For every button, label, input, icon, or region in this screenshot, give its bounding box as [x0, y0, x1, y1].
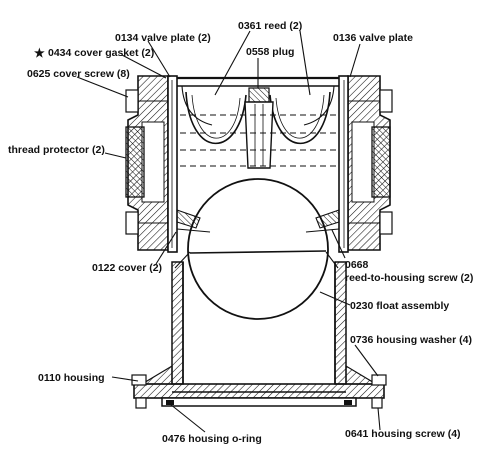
right-thread-protector — [371, 126, 391, 198]
leader-lines — [76, 30, 381, 433]
label-cover-gasket: 0434 cover gasket (2) — [48, 47, 154, 59]
label-housing-washer: 0736 housing washer (4) — [350, 334, 472, 346]
reed-to-housing-screws — [176, 209, 340, 233]
housing-o-ring — [166, 400, 352, 405]
float-ball — [187, 178, 329, 320]
labels: 0134 valve plate (2) 0361 reed (2) 0136 … — [8, 20, 473, 445]
label-housing-o-ring: 0476 housing o-ring — [162, 433, 262, 445]
right-cover — [347, 75, 393, 251]
label-cover-screw: 0625 cover screw (8) — [27, 68, 130, 80]
housing-washers — [131, 374, 387, 409]
plug — [244, 87, 274, 169]
float-seam — [189, 250, 327, 254]
left-valve-plate — [167, 75, 178, 253]
label-float-assembly: 0230 float assembly — [350, 300, 449, 312]
label-valve-plate-right: 0136 valve plate — [333, 32, 413, 44]
label-cover-gasket-mark: ★ — [34, 46, 45, 60]
label-reed-screw: reed-to-housing screw (2) — [345, 272, 473, 284]
left-cover-screw-upper — [125, 89, 139, 113]
label-cover: 0122 cover (2) — [92, 262, 162, 274]
label-reed-screw-num: 0668 — [345, 259, 369, 271]
left-cover-screw-lower — [125, 211, 139, 235]
label-valve-plate-left: 0134 valve plate (2) — [115, 32, 211, 44]
label-housing: 0110 housing — [38, 372, 105, 384]
label-plug: 0558 plug — [246, 46, 294, 58]
right-cover-screw-upper — [379, 89, 393, 113]
left-thread-protector — [125, 126, 145, 198]
lower-housing — [171, 251, 347, 385]
housing-flange — [133, 364, 385, 407]
label-thread-protector: thread protector (2) — [8, 144, 105, 156]
label-reed: 0361 reed (2) — [238, 20, 302, 32]
right-valve-plate — [338, 75, 349, 253]
label-housing-screw: 0641 housing screw (4) — [345, 428, 461, 440]
left-cover — [125, 75, 169, 251]
right-cover-screw-lower — [379, 211, 393, 235]
